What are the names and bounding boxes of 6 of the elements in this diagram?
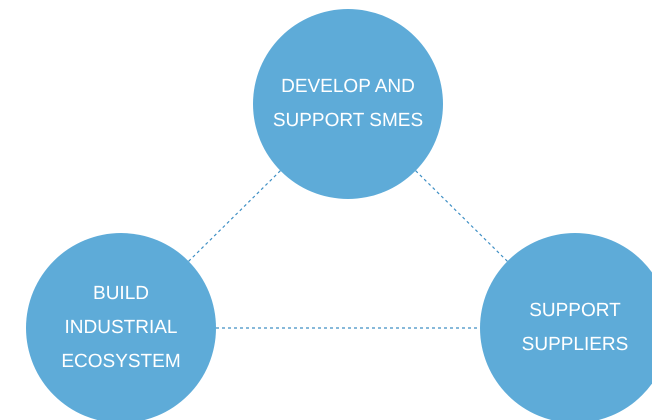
dotted-connector xyxy=(415,170,508,262)
node-label: BUILD INDUSTRIAL ECOSYSTEM xyxy=(60,282,182,374)
node-label: DEVELOP AND SUPPORT SMES xyxy=(272,75,424,133)
dotted-connector xyxy=(188,170,281,262)
dotted-connector xyxy=(216,327,480,329)
node-label: SUPPORT SUPPLIERS xyxy=(520,299,630,357)
